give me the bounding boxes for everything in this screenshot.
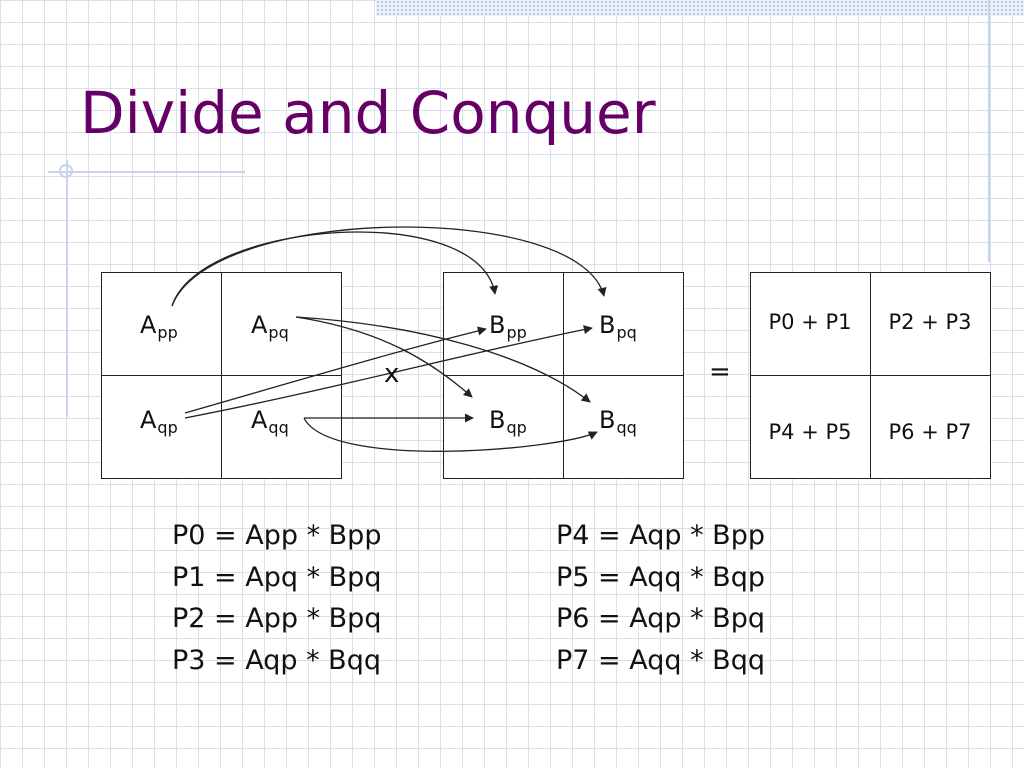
arrow-apq-to-bqp [295,316,473,398]
decorative-top-band [376,0,1024,16]
matrix-a-label-pp: App [140,311,178,342]
arrow-aqq-to-bqq [303,417,598,452]
matrix-b-cell-pp: Bpp [444,273,564,376]
decorative-right-rule [988,0,990,262]
matrix-a-label-qq: Aqq [251,406,289,437]
arrow-aqp-to-bpp [184,326,487,414]
matrix-a-label-pq: Apq [251,311,289,342]
arrow-app-to-bpq [171,226,607,307]
slide-title: Divide and Conquer [80,79,656,147]
result-label-bottom-left: P4 + P5 [768,420,852,444]
result-label-top-left: P0 + P1 [768,310,852,334]
decorative-vertical-rule [66,160,68,417]
decorative-horizontal-rule [48,171,245,173]
arrow-apq-to-bqq [295,316,591,403]
equations-left: P0 = App * Bpp P1 = Apq * Bpq P2 = App *… [172,515,381,681]
equation-p5: P5 = Aqq * Bqp [556,561,765,593]
matrix-a-cell-qq: Aqq [222,376,342,479]
result-cell-bottom-right: P6 + P7 [871,376,991,479]
matrix-b-label-pp: Bpp [489,311,527,342]
matrix-a: App Apq Aqp Aqq [101,272,342,479]
arrow-app-to-bpp [171,231,499,307]
equation-p1: P1 = Apq * Bpq [172,561,382,593]
matrix-a-label-qp: Aqp [140,406,178,437]
matrix-b-label-qq: Bqq [599,406,637,437]
matrix-a-cell-pp: App [102,273,222,376]
arrow-aqp-to-bpq [184,325,593,419]
result-cell-top-left: P0 + P1 [751,273,871,376]
matrix-b-cell-qq: Bqq [564,376,684,479]
equation-p4: P4 = Aqp * Bpp [556,520,765,551]
result-cell-bottom-left: P4 + P5 [751,376,871,479]
equation-p3: P3 = Aqp * Bqq [172,644,381,676]
equation-p6: P6 = Aqp * Bpq [556,603,765,634]
result-label-bottom-right: P6 + P7 [888,420,972,444]
result-matrix: P0 + P1 P2 + P3 P4 + P5 P6 + P7 [750,272,991,479]
matrix-b: Bpp Bpq Bqp Bqq [443,272,684,479]
result-label-top-right: P2 + P3 [888,310,972,334]
equations-right: P4 = Aqp * Bpp P5 = Aqq * Bqp P6 = Aqp *… [556,515,765,681]
equation-p2: P2 = App * Bpq [172,603,382,634]
multiplication-sign: x [384,359,400,389]
decorative-ring-icon [59,164,73,178]
matrix-b-cell-qp: Bqp [444,376,564,479]
matrix-a-cell-qp: Aqp [102,376,222,479]
equation-p7: P7 = Aqq * Bqq [556,644,765,676]
matrix-a-cell-pq: Apq [222,273,342,376]
equation-p0: P0 = App * Bpp [172,520,382,551]
matrix-b-cell-pq: Bpq [564,273,684,376]
equals-sign: = [709,357,731,387]
result-cell-top-right: P2 + P3 [871,273,991,376]
matrix-b-label-qp: Bqp [489,406,527,437]
matrix-b-label-pq: Bpq [599,311,637,342]
